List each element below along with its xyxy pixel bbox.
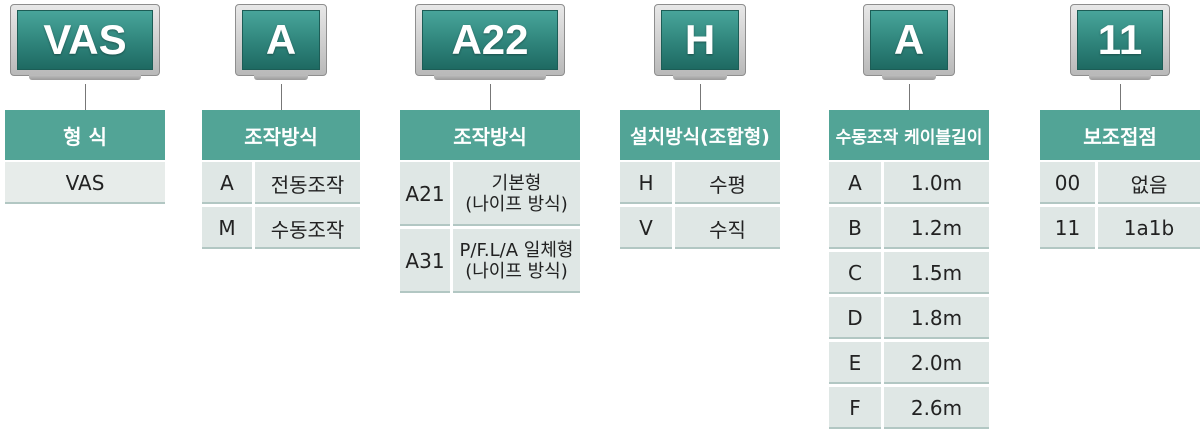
- table-row: D 1.8m: [829, 297, 989, 342]
- table-row: 00 없음: [1040, 162, 1200, 207]
- cell-desc: 수직: [709, 217, 746, 242]
- cell-desc: 수동조작: [270, 217, 345, 242]
- connector-line: [909, 84, 910, 110]
- cell-code: E: [829, 342, 884, 384]
- cell-desc: 1.0m: [910, 171, 963, 195]
- table-header: 보조접점: [1040, 110, 1200, 162]
- table-header: 수동조작 케이블길이: [829, 110, 989, 162]
- spec-table-operation-type: 조작방식 A21 기본형 (나이프 방식) A31 P/F.L/A 일체형 (나…: [400, 110, 580, 296]
- spec-table-type: 형 식 VAS: [5, 110, 165, 207]
- table-row: A 전동조작: [202, 162, 360, 207]
- cell-code: A31: [400, 229, 453, 293]
- cell-desc: 1.5m: [910, 261, 963, 285]
- connector-line: [85, 84, 86, 110]
- cell-code: H: [620, 162, 675, 204]
- table-row: A21 기본형 (나이프 방식): [400, 162, 580, 229]
- code-text: A: [242, 10, 320, 70]
- code-display-operation: A: [235, 4, 327, 80]
- cell-desc: 전동조작: [270, 172, 345, 197]
- code-display-installation: H: [654, 4, 746, 80]
- code-display-auxiliary-contact: 11: [1070, 4, 1170, 80]
- code-text: A: [870, 10, 948, 70]
- code-text: A22: [422, 10, 558, 70]
- cell-desc: 1a1b: [1123, 216, 1175, 240]
- table-row: F 2.6m: [829, 387, 989, 432]
- code-text: 11: [1077, 10, 1163, 70]
- spec-table-auxiliary-contact: 보조접점 00 없음 11 1a1b: [1040, 110, 1200, 252]
- table-row: V 수직: [620, 207, 780, 252]
- spec-table-operation: 조작방식 A 전동조작 M 수동조작: [202, 110, 360, 252]
- cell-value: VAS: [65, 171, 105, 195]
- table-header: 조작방식: [400, 110, 580, 162]
- cell-code: D: [829, 297, 884, 339]
- cell-code: C: [829, 252, 884, 294]
- cell-desc: 수평: [709, 172, 746, 197]
- table-row: H 수평: [620, 162, 780, 207]
- cell-desc: 2.0m: [910, 351, 963, 375]
- code-display-cable-length: A: [863, 4, 955, 80]
- table-row: A31 P/F.L/A 일체형 (나이프 방식): [400, 229, 580, 296]
- connector-line: [490, 84, 491, 110]
- code-display-operation-type: A22: [415, 4, 565, 80]
- cell-code: F: [829, 387, 884, 429]
- cell-desc: 2.6m: [910, 396, 963, 420]
- desc-line-1: P/F.L/A 일체형: [459, 240, 574, 261]
- table-row: 11 1a1b: [1040, 207, 1200, 252]
- cell-code: A: [829, 162, 884, 204]
- cell-desc: 1.8m: [910, 306, 963, 330]
- cell-code: B: [829, 207, 884, 249]
- table-header: 설치방식(조합형): [620, 110, 780, 162]
- cell-code: A: [202, 162, 255, 204]
- cell-code: 11: [1040, 207, 1098, 249]
- cell-code: 00: [1040, 162, 1098, 204]
- connector-line: [281, 84, 282, 110]
- cell-code: A21: [400, 162, 453, 226]
- code-text: H: [661, 10, 739, 70]
- connector-line: [700, 84, 701, 110]
- cell-desc: 기본형 (나이프 방식): [453, 162, 580, 226]
- cell-desc: 1.2m: [910, 216, 963, 240]
- desc-line-2: (나이프 방식): [465, 194, 568, 215]
- cell-code: V: [620, 207, 675, 249]
- table-row: A 1.0m: [829, 162, 989, 207]
- desc-line-2: (나이프 방식): [465, 261, 568, 282]
- connector-line: [1120, 84, 1121, 110]
- spec-table-installation: 설치방식(조합형) H 수평 V 수직: [620, 110, 780, 252]
- cell-desc: P/F.L/A 일체형 (나이프 방식): [453, 229, 580, 293]
- table-row: M 수동조작: [202, 207, 360, 252]
- spec-table-cable-length: 수동조작 케이블길이 A 1.0m B 1.2m C 1.5m D 1.8m E…: [829, 110, 989, 432]
- table-header: 형 식: [5, 110, 165, 162]
- desc-line-1: 기본형: [491, 173, 542, 194]
- cell-code: M: [202, 207, 255, 249]
- code-text: VAS: [17, 10, 153, 70]
- table-row: B 1.2m: [829, 207, 989, 252]
- cell-desc: 없음: [1130, 172, 1168, 197]
- table-row: C 1.5m: [829, 252, 989, 297]
- code-display-type: VAS: [10, 4, 160, 80]
- table-header: 조작방식: [202, 110, 360, 162]
- table-row: VAS: [5, 162, 165, 207]
- table-row: E 2.0m: [829, 342, 989, 387]
